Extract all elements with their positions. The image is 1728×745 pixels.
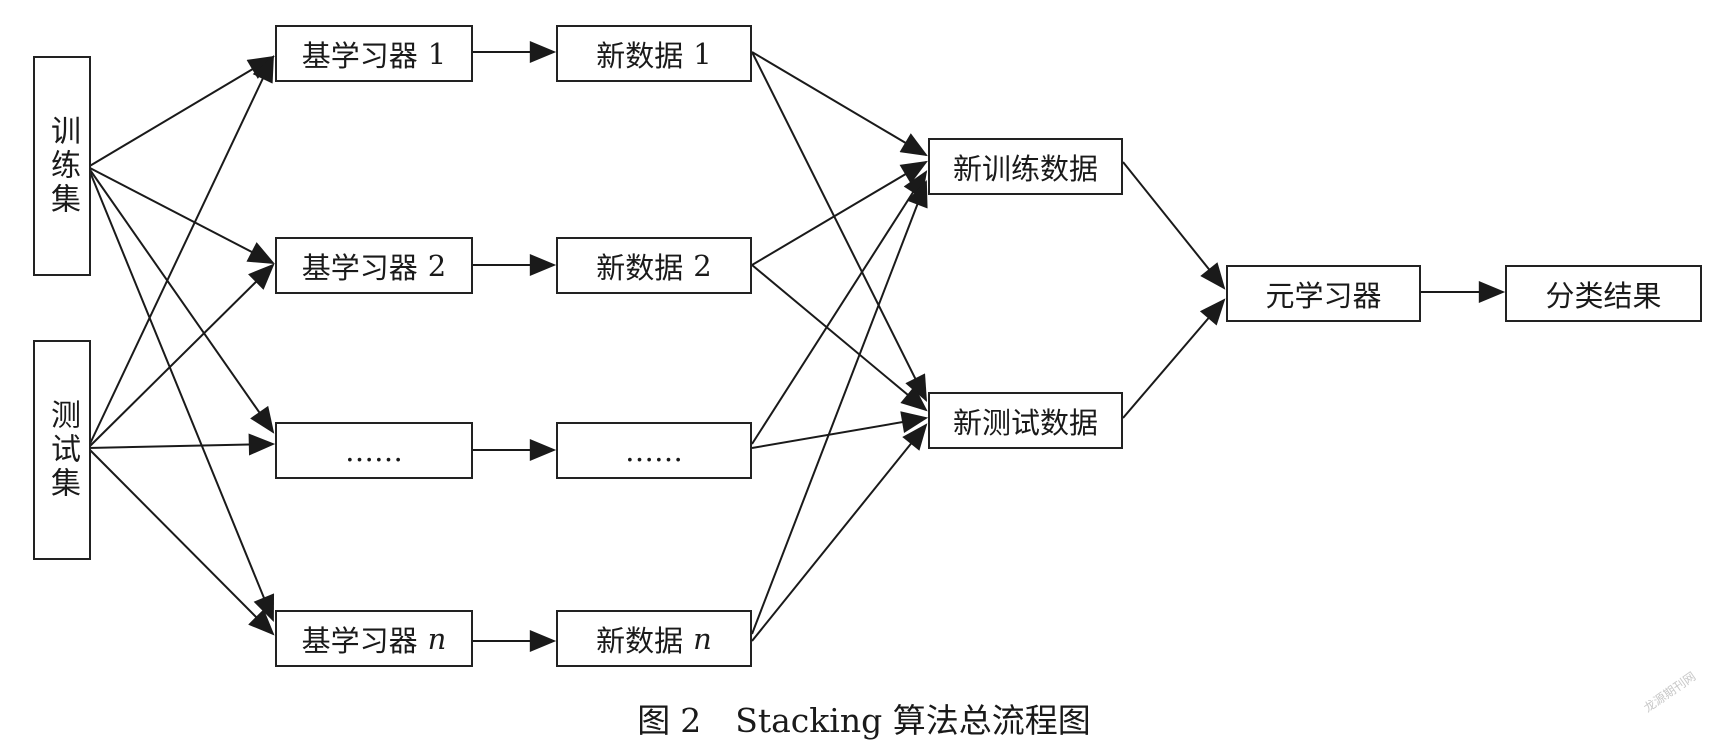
- base-learner-2-index: 2: [427, 248, 447, 283]
- base-learner-n-index: n: [427, 621, 447, 656]
- edge-train-to-base-ellipsis: [87, 166, 275, 434]
- edge-test-to-base-ellipsis: [87, 433, 276, 456]
- edge-data-1-to-new-test: [751, 51, 927, 402]
- caption-figure-number: 2: [680, 701, 702, 740]
- base-learner-ellipsis-label: ……: [345, 433, 403, 468]
- new-data-n-box: 新数据 n: [556, 610, 752, 667]
- new-data-2-label: 新数据: [596, 250, 684, 285]
- edge-test-to-base-n: [87, 447, 275, 636]
- new-test-data-label: 新测试数据: [952, 405, 1098, 440]
- base-learner-n-box: 基学习器 n: [275, 610, 473, 667]
- new-data-ellipsis-label: ……: [625, 433, 683, 468]
- edge-data-2-to-new-train: [751, 160, 928, 266]
- caption-figure-label: 图: [637, 701, 671, 740]
- edge-train-to-base-2: [87, 166, 275, 265]
- edge-data-ellipsis-to-new-train: [751, 170, 928, 445]
- base-learner-2-box: 基学习器 2: [275, 237, 473, 294]
- classification-result-box: 分类结果: [1505, 265, 1702, 322]
- test-set-label: 测试集: [45, 399, 80, 501]
- new-data-2-box: 新数据 2: [556, 237, 752, 294]
- base-learner-1-label: 基学习器: [301, 38, 418, 73]
- edge-new-train-to-meta: [1122, 161, 1226, 290]
- edge-new-test-to-meta: [1122, 298, 1226, 419]
- new-data-1-label: 新数据: [596, 38, 684, 73]
- edge-test-to-base-2: [87, 263, 275, 449]
- meta-learner-box: 元学习器: [1226, 265, 1421, 322]
- base-learner-1-index: 1: [427, 36, 447, 71]
- new-data-1-index: 1: [693, 36, 712, 71]
- base-learner-1-box: 基学习器 1: [275, 25, 473, 82]
- base-learner-2-label: 基学习器: [301, 250, 418, 285]
- edge-data-ellipsis-to-new-test: [751, 411, 929, 449]
- edge-data-2-to-new-test: [751, 264, 928, 412]
- new-training-data-box: 新训练数据: [928, 138, 1123, 195]
- training-set-label: 训练集: [45, 115, 80, 217]
- edge-data-n-to-new-train: [751, 179, 928, 635]
- meta-learner-label: 元学习器: [1265, 278, 1382, 313]
- test-set-box: 测试集: [33, 340, 91, 560]
- edge-test-to-base-1: [87, 55, 274, 449]
- new-data-1-box: 新数据 1: [556, 25, 752, 82]
- classification-result-label: 分类结果: [1545, 278, 1662, 313]
- new-data-n-label: 新数据: [596, 623, 684, 658]
- base-learner-n-label: 基学习器: [301, 623, 418, 658]
- edge-data-1-to-new-train: [751, 51, 928, 157]
- new-training-data-label: 新训练数据: [952, 151, 1098, 186]
- new-test-data-box: 新测试数据: [928, 392, 1123, 449]
- new-data-2-index: 2: [693, 248, 712, 283]
- edge-data-n-to-new-test: [751, 423, 928, 642]
- edge-train-to-base-n: [87, 166, 275, 623]
- caption-title: Stacking 算法总流程图: [735, 701, 1091, 740]
- new-data-n-index: n: [693, 621, 712, 656]
- new-data-ellipsis-box: ……: [556, 422, 752, 479]
- training-set-box: 训练集: [33, 56, 91, 276]
- base-learner-ellipsis-box: ……: [275, 422, 473, 479]
- edge-train-to-base-1: [87, 55, 275, 168]
